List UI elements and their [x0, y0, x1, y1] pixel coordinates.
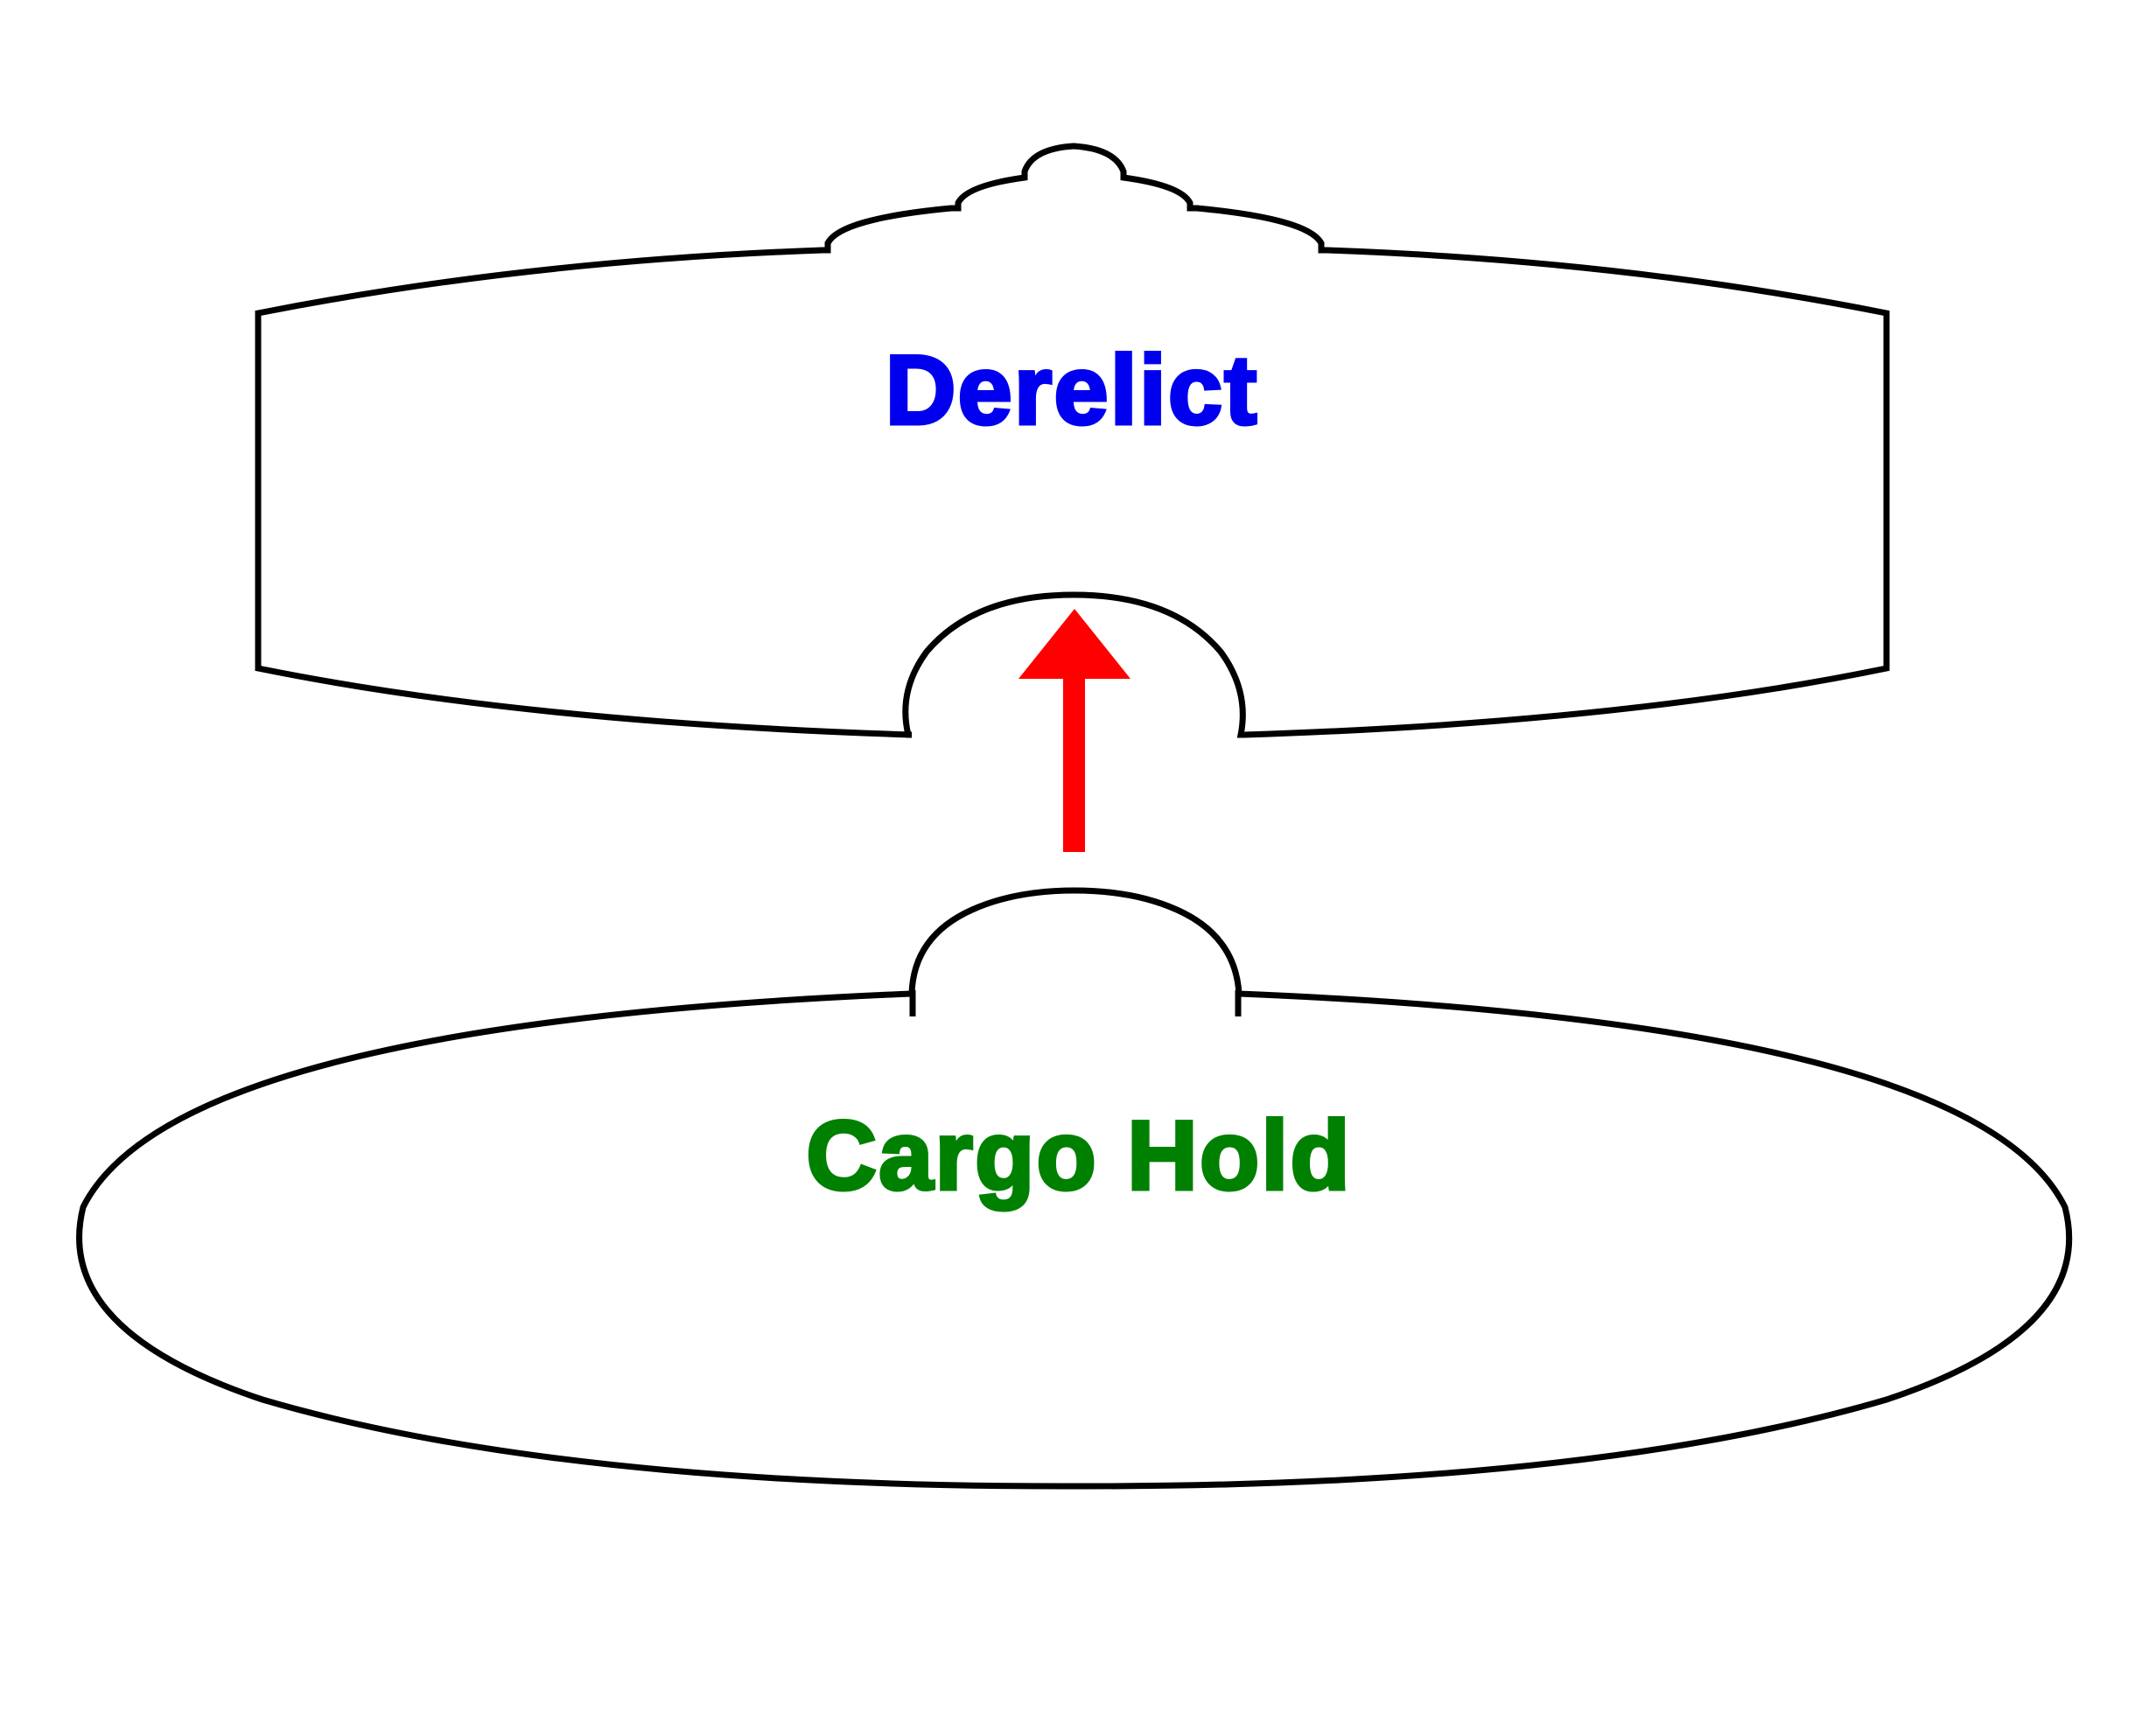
cargo-hold-room-outline[interactable]	[76, 887, 2073, 1490]
arrow-shaft	[1063, 674, 1085, 852]
arrow-head-icon	[1018, 609, 1130, 679]
derelict-room-outline[interactable]	[255, 143, 1890, 738]
exit-arrow-up[interactable]	[1018, 609, 1130, 852]
cargo-hold-label: Cargo Hold	[806, 1101, 1352, 1211]
derelict-label: Derelict	[886, 336, 1259, 445]
